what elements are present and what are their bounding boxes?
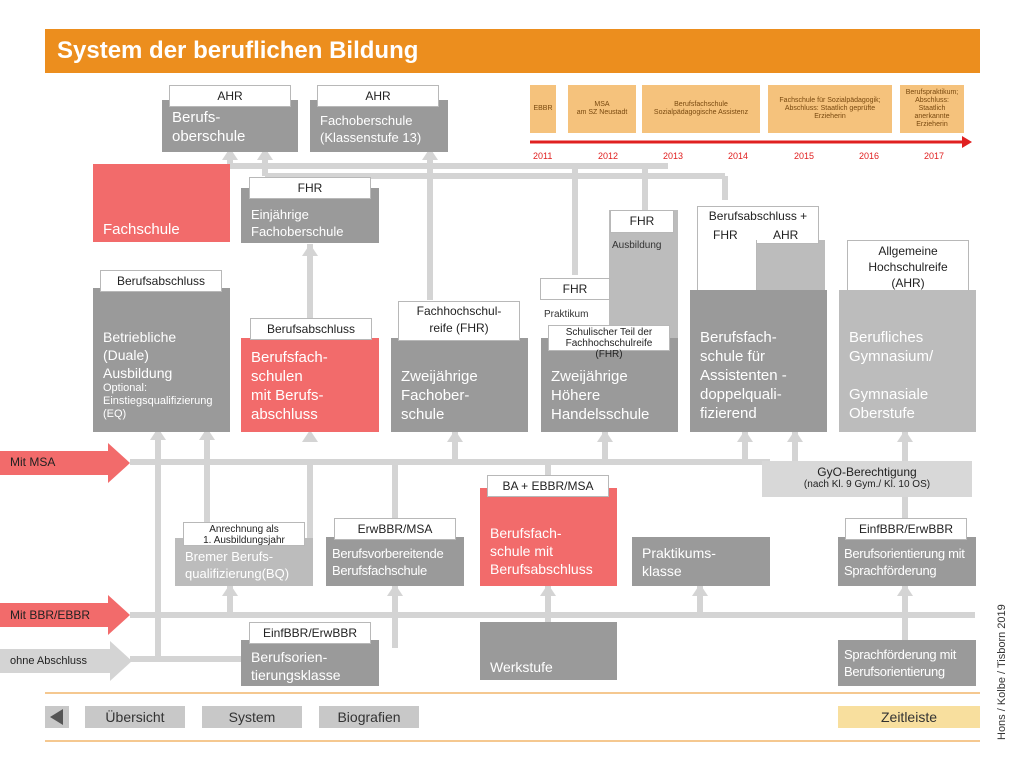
- label-fachhochschulreife: Fachhochschul- reife (FHR): [398, 301, 520, 341]
- arrow-mit-msa-label: Mit MSA: [10, 455, 56, 469]
- box-fachoberschule-13[interactable]: Fachoberschule (Klassenstufe 13): [310, 100, 448, 152]
- box-berufsfachschulen-berufsabschluss[interactable]: Berufsfach- schulen mit Berufs- abschlus…: [241, 338, 379, 432]
- arrow-ohne-abschluss-label: ohne Abschluss: [10, 655, 88, 667]
- label-schulischer-teil-fhr: Schulischer Teil der Fachhochschulreife …: [548, 325, 670, 360]
- nav-zeitleiste[interactable]: Zeitleiste: [838, 706, 980, 728]
- box-berufliches-gymnasium[interactable]: Berufliches Gymnasium/ Gymnasiale Oberst…: [839, 290, 976, 432]
- box-zweijaehrige-fachoberschule[interactable]: Zweijährige Fachober- schule: [391, 338, 528, 432]
- nav-system[interactable]: System: [202, 706, 302, 728]
- timeline-year: 2011: [533, 151, 553, 161]
- box-werkstufe[interactable]: Werkstufe: [480, 622, 617, 680]
- label-allgemeine-hochschulreife: Allgemeine Hochschulreife (AHR): [847, 240, 969, 294]
- timeline-box-fachschule: Fachschule für Sozialpädagogik; Abschlus…: [768, 85, 892, 133]
- label-berufsabschluss: Berufsabschluss: [100, 270, 222, 292]
- box-fachschule[interactable]: Fachschule: [93, 164, 230, 242]
- timeline-year: 2012: [598, 151, 619, 161]
- text-praktikum: Praktikum: [544, 309, 589, 321]
- text-ausbildung: Ausbildung: [612, 240, 662, 251]
- box-berufsoberschule[interactable]: Berufs- oberschule: [162, 100, 298, 152]
- credit-text: Hons / Kolbe / Tisborn 2019: [996, 604, 1008, 740]
- back-arrow-icon-shape: [45, 706, 69, 728]
- box-berufsfachschule-assistenten[interactable]: Berufsfach- schule für Assistenten - dop…: [690, 290, 827, 432]
- box-bremer-berufsqualifizierung[interactable]: Bremer Berufs- qualifizierung(BQ): [175, 538, 313, 586]
- arrow-mit-bbr-label: Mit BBR/EBBR: [10, 608, 91, 622]
- text-gyo: GyO-Berechtigung: [817, 465, 917, 479]
- arrow-mit-bbr[interactable]: Mit BBR/EBBR: [0, 595, 130, 635]
- arrow-mit-msa[interactable]: Mit MSA: [0, 443, 130, 483]
- timeline-year: 2013: [663, 151, 684, 161]
- text-ahr: AHR: [773, 228, 799, 242]
- box-berufsvorbereitende-berufsfachschule[interactable]: Berufsvorbereitende Berufsfachschule: [326, 537, 464, 586]
- arrow-ohne-abschluss[interactable]: ohne Abschluss: [0, 641, 132, 681]
- timeline-box-praktikum: Berufspraktikum; Abschluss: Staatlich an…: [900, 85, 964, 133]
- label-ahr: AHR: [169, 85, 291, 107]
- back-arrow-icon[interactable]: [45, 706, 69, 728]
- label-ahr: AHR: [317, 85, 439, 107]
- page-title: System der beruflichen Bildung: [45, 29, 980, 73]
- label-anrechnung: Anrechnung als 1. Ausbildungsjahr: [183, 522, 305, 546]
- timeline-box-bfs: Berufsfachschule Sozialpädagogische Assi…: [642, 85, 760, 133]
- box-berufsfachschule-mit-berufsabschluss[interactable]: Berufsfach- schule mit Berufsabschluss: [480, 488, 617, 586]
- text-gyo-sub: (nach Kl. 9 Gym./ Kl. 10 OS): [803, 479, 931, 490]
- nav-uebersicht[interactable]: Übersicht: [85, 706, 185, 728]
- box-praktikumsklasse[interactable]: Praktikums- klasse: [632, 537, 770, 586]
- label-berufsabschluss: Berufsabschluss: [250, 318, 372, 340]
- nav-biografien[interactable]: Biografien: [319, 706, 419, 728]
- box-hoehere-handelsschule[interactable]: Zweijährige Höhere Handelsschule: [541, 338, 678, 432]
- label-einfbbr-erwbbr: EinfBBR/ErwBBR: [249, 622, 371, 644]
- timeline-year: 2015: [794, 151, 815, 161]
- box-berufsorientierungsklasse[interactable]: Berufsorien- tierungsklasse: [241, 640, 379, 686]
- arrow-mit-bbr-shape: [0, 595, 130, 635]
- timeline-year: 2016: [859, 151, 880, 161]
- box-fhr-column: [697, 240, 757, 292]
- box-berufsorientierung-sprachfoerderung[interactable]: Berufsorientierung mit Sprachförderung: [838, 537, 976, 586]
- arrow-mit-msa-shape: [0, 443, 130, 483]
- label-berufsabschluss-fhr-ahr: Berufsabschluss +: [697, 206, 819, 244]
- timeline-box-ebbr: EBBR: [530, 85, 556, 133]
- box-sprachfoerderung-berufsorientierung[interactable]: Sprachförderung mit Berufsorientierung: [838, 640, 976, 686]
- label-berufsabschluss-plus: Berufsabschluss +: [708, 209, 808, 223]
- label-fhr: FHR: [610, 210, 674, 233]
- timeline-year: 2014: [728, 151, 749, 161]
- label-fhr: FHR: [249, 177, 371, 199]
- timeline-box-msa: MSA am SZ Neustadt: [568, 85, 636, 133]
- text-betriebliche-ausbildung: Betriebliche (Duale) Ausbildung: [103, 329, 177, 381]
- label-ba-ebbr-msa: BA + EBBR/MSA: [487, 475, 609, 497]
- label-erwbbr-msa: ErwBBR/MSA: [334, 518, 456, 540]
- timeline-year: 2017: [924, 151, 945, 161]
- arrow-ohne-abschluss-shape: [0, 641, 132, 681]
- label-fhr: FHR: [540, 278, 610, 300]
- text-optional-eq: Optional: Einstiegsqualifizierung (EQ): [103, 382, 213, 420]
- text-fhr: FHR: [713, 228, 738, 242]
- box-ahr-column: [757, 240, 825, 292]
- box-betriebliche-ausbildung[interactable]: Betriebliche (Duale) Ausbildung Optional…: [93, 288, 230, 432]
- label-einfbbr-erwbbr: EinfBBR/ErwBBR: [845, 518, 967, 540]
- timeline[interactable]: EBBR MSA am SZ Neustadt Berufsfachschule…: [530, 85, 970, 165]
- box-gyo-berechtigung[interactable]: GyO-Berechtigung (nach Kl. 9 Gym./ Kl. 1…: [762, 461, 972, 497]
